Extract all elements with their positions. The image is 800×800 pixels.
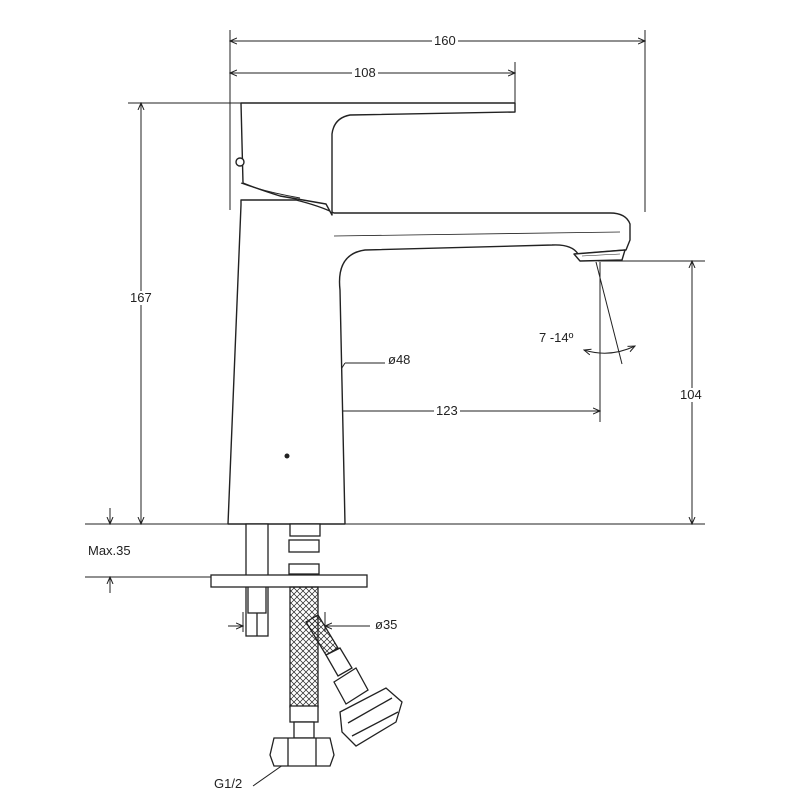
label-spout-height: 104 [678, 387, 704, 402]
hose-nut-1 [269, 737, 335, 767]
label-spout-angle: 7 -14º [537, 330, 576, 345]
mounting-hardware [210, 523, 403, 767]
faucet [227, 102, 631, 525]
faucet-body [227, 199, 631, 525]
supply-hose-straight [289, 586, 319, 708]
label-handle-reach: 108 [352, 65, 378, 80]
label-max-countertop: Max.35 [88, 543, 131, 558]
label-overall-width: 160 [432, 33, 458, 48]
label-thread-size: G1/2 [214, 776, 243, 791]
label-body-diameter: ø48 [388, 352, 411, 367]
body-center-dot [284, 453, 290, 459]
aerator [573, 249, 626, 262]
fixing-plate [210, 574, 368, 588]
label-hole-diameter: ø35 [375, 617, 398, 632]
hose-nut-2 [339, 687, 403, 747]
label-overall-height: 167 [128, 290, 154, 305]
dimension-lines [85, 30, 705, 787]
handle-lever [240, 102, 516, 216]
label-spout-projection: 123 [434, 403, 460, 418]
